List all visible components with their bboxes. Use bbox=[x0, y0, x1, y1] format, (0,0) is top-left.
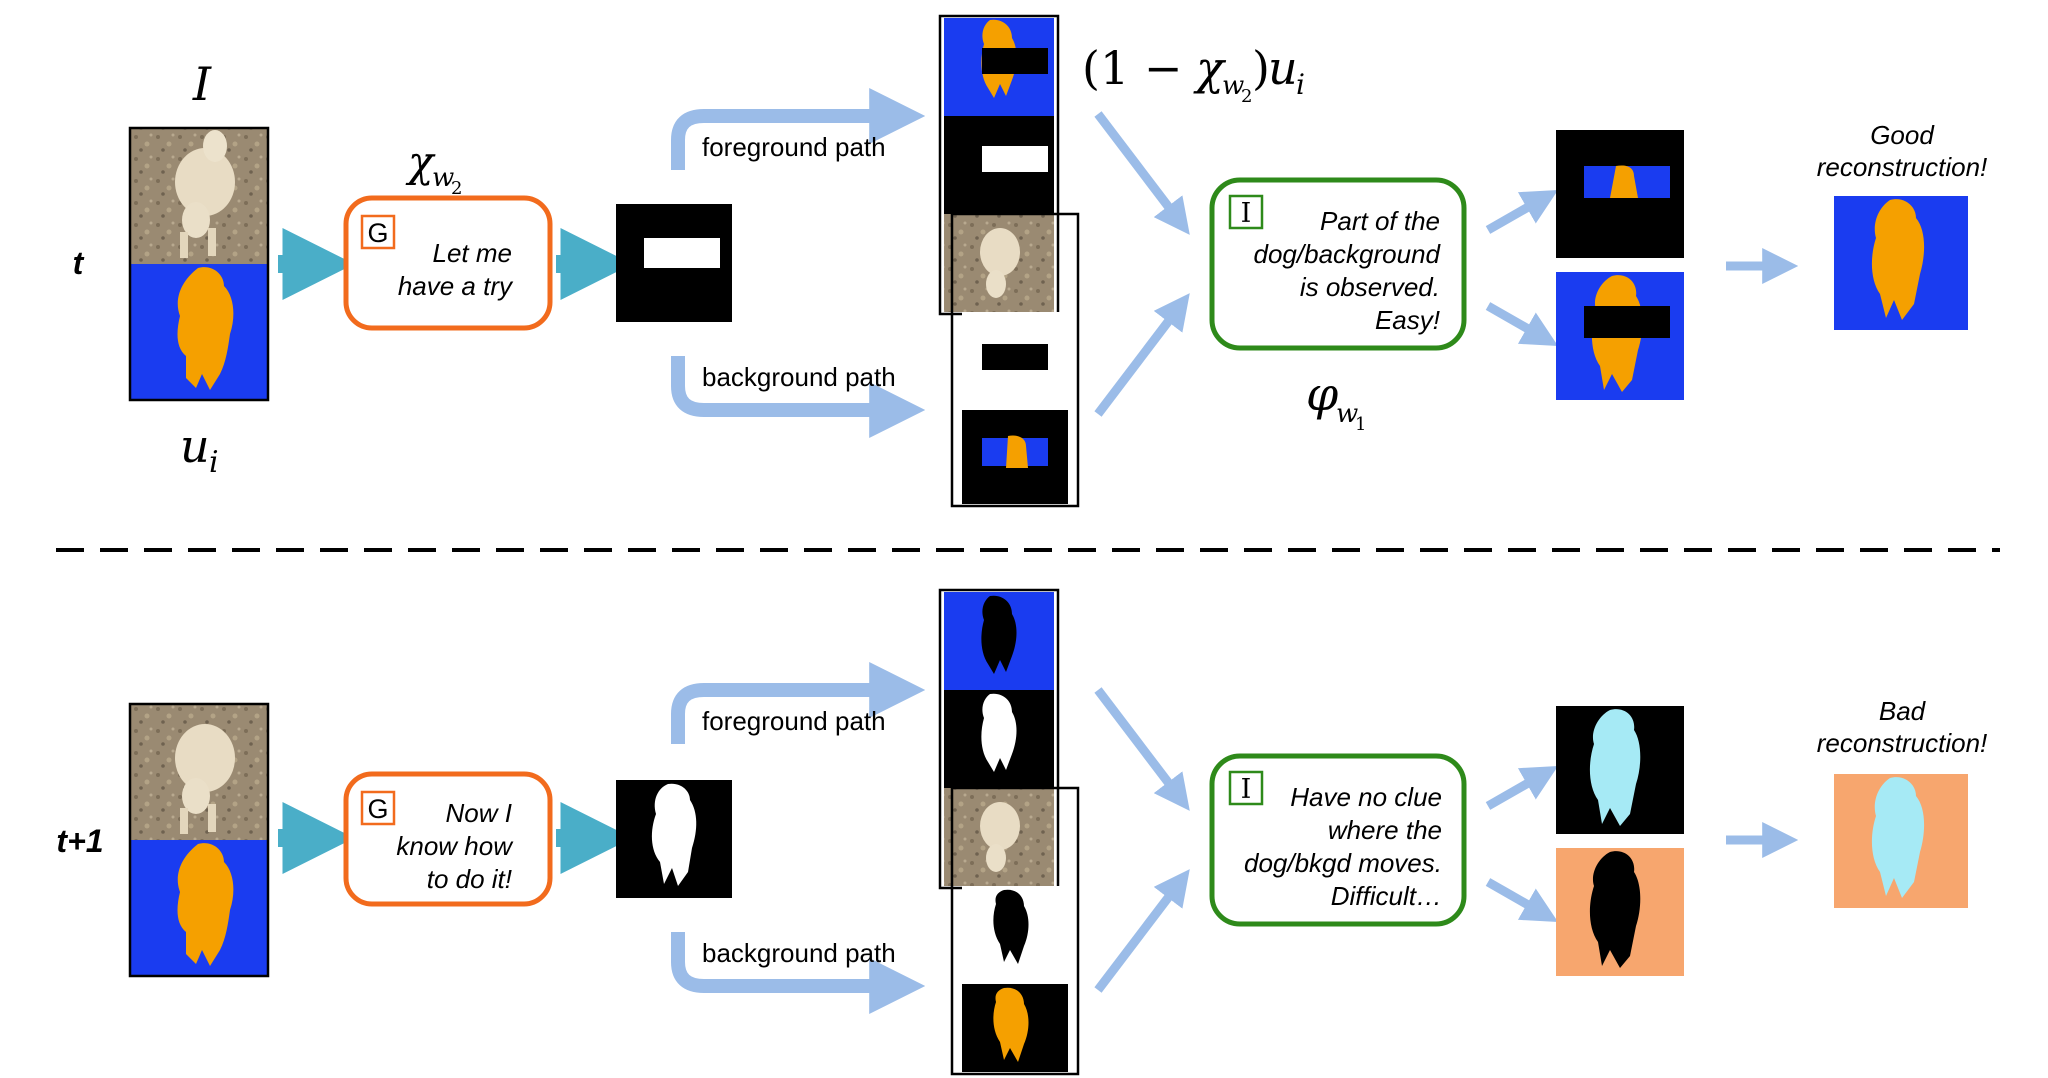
result-text-t-1: Good bbox=[1870, 120, 1935, 150]
result-text-t-2: reconstruction! bbox=[1817, 152, 1988, 182]
generator-text-t1-3: to do it! bbox=[427, 864, 512, 894]
foreground-path-arrow-t bbox=[671, 88, 926, 170]
generator-text-t-1: Let me bbox=[433, 238, 513, 268]
generator-box-t1: G Now I know how to do it! bbox=[343, 771, 553, 907]
output-masked-t bbox=[1556, 272, 1684, 400]
svg-text:u: u bbox=[180, 419, 210, 473]
background-path-arrow-t bbox=[671, 356, 926, 438]
svg-text:w: w bbox=[1222, 71, 1244, 101]
arrow-bg-to-inpainter-t1 bbox=[1094, 869, 1190, 993]
generator-box-t: χ w 2 G Let me have a try bbox=[343, 137, 553, 331]
svg-text:χ: χ bbox=[1193, 41, 1227, 95]
svg-text:i: i bbox=[1296, 68, 1305, 101]
result-text-t1-1: Bad bbox=[1879, 696, 1927, 726]
inpainter-box-t1: I Have no clue where the dog/bkgd moves.… bbox=[1209, 753, 1467, 927]
background-path-arrow-t1 bbox=[671, 932, 926, 1014]
row-t-plus-1: t+1 G Now I know how to do it! foregr bbox=[56, 588, 1988, 1076]
foreground-stack-t1 bbox=[938, 588, 1060, 890]
inpainter-text-t1-1: Have no clue bbox=[1290, 782, 1442, 812]
arrow-inpainter-to-out1-t bbox=[1485, 189, 1559, 234]
inpainter-text-t-4: Easy! bbox=[1375, 305, 1440, 335]
arrow-bg-to-inpainter-t bbox=[1094, 293, 1190, 417]
inpainter-badge-t: I bbox=[1241, 198, 1252, 229]
background-stack-t1 bbox=[950, 786, 1080, 1076]
result-text-t1-2: reconstruction! bbox=[1817, 728, 1988, 758]
time-label-t: t bbox=[73, 245, 85, 281]
svg-text:i: i bbox=[209, 445, 219, 480]
row-t: t I u i χ w 2 bbox=[73, 14, 1988, 508]
generator-text-t1-1: Now I bbox=[446, 798, 512, 828]
inpainter-symbol: φ w 1 bbox=[1306, 367, 1366, 435]
input-image-t bbox=[128, 126, 270, 402]
svg-text:): ) bbox=[1252, 41, 1270, 95]
svg-text:(1 −: (1 − bbox=[1082, 41, 1182, 95]
output-inpainted-t1 bbox=[1556, 706, 1684, 834]
inpainter-text-t1-2: where the bbox=[1328, 815, 1442, 845]
dog-silhouette-flow-t1 bbox=[177, 843, 234, 966]
generator-badge-t: G bbox=[367, 218, 388, 248]
generator-text-t1-2: know how bbox=[396, 831, 514, 861]
inpainter-text-t-1: Part of the bbox=[1320, 206, 1440, 236]
arrow-inpainter-to-out2-t1 bbox=[1485, 878, 1559, 923]
foreground-path-label-t: foreground path bbox=[702, 132, 886, 162]
time-label-t1: t+1 bbox=[56, 823, 103, 859]
arrow-fg-to-inpainter-t1 bbox=[1094, 687, 1190, 811]
input-image-t1 bbox=[128, 702, 270, 978]
foreground-path-label-t1: foreground path bbox=[702, 706, 886, 736]
arrow-inpainter-to-out2-t bbox=[1485, 302, 1559, 347]
foreground-stack-t bbox=[938, 14, 1060, 316]
generator-text-t-2: have a try bbox=[398, 271, 514, 301]
svg-text:φ: φ bbox=[1306, 367, 1339, 421]
flow-symbol: u i bbox=[180, 419, 219, 480]
svg-text:u: u bbox=[1268, 41, 1298, 95]
arrow-inpainter-to-out1-t1 bbox=[1485, 765, 1559, 810]
background-path-label-t: background path bbox=[702, 362, 896, 392]
mask-t1 bbox=[616, 780, 732, 898]
output-masked-t1 bbox=[1556, 848, 1684, 976]
result-image-t1 bbox=[1834, 774, 1968, 908]
svg-text:1: 1 bbox=[1355, 414, 1366, 435]
output-inpainted-t bbox=[1556, 130, 1684, 258]
svg-text:2: 2 bbox=[451, 178, 462, 199]
result-image-t bbox=[1834, 196, 1968, 330]
inpainter-box-t: I Part of the dog/background is observed… bbox=[1209, 177, 1467, 351]
inpainter-text-t1-3: dog/bkgd moves. bbox=[1244, 848, 1442, 878]
svg-text:2: 2 bbox=[1241, 86, 1252, 107]
generator-badge-t1: G bbox=[367, 794, 388, 824]
svg-text:w: w bbox=[432, 163, 454, 193]
image-symbol: I bbox=[192, 57, 212, 111]
background-path-label-t1: background path bbox=[702, 938, 896, 968]
dog-silhouette-flow-t bbox=[177, 267, 234, 390]
svg-text:χ: χ bbox=[405, 137, 436, 186]
svg-text:w: w bbox=[1336, 399, 1358, 429]
inpainter-text-t-3: is observed. bbox=[1300, 272, 1440, 302]
inpainter-badge-t1: I bbox=[1241, 774, 1252, 805]
inpainter-text-t-2: dog/background bbox=[1254, 239, 1442, 269]
arrow-fg-to-inpainter-t bbox=[1094, 111, 1190, 235]
dog-photo-t bbox=[175, 130, 235, 258]
background-stack-t bbox=[950, 212, 1080, 508]
mask-t bbox=[616, 204, 732, 322]
foreground-path-arrow-t1 bbox=[671, 662, 926, 744]
masked-flow-expression: (1 − χ w 2 ) u i bbox=[1082, 41, 1305, 107]
inpainter-text-t1-4: Difficult… bbox=[1331, 881, 1442, 911]
